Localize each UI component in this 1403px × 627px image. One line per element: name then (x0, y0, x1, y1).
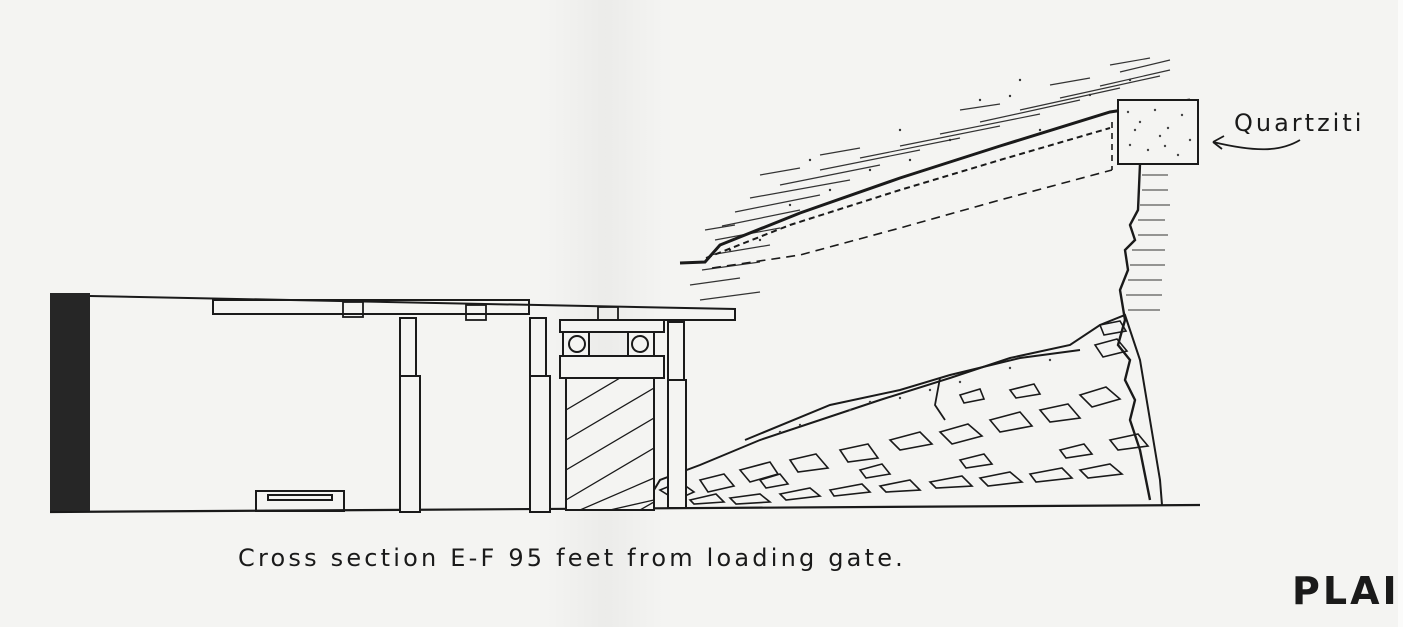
rubble-stones (658, 320, 1150, 505)
roof-beam-left (212, 299, 530, 315)
curved-arrow-icon (1212, 139, 1301, 151)
ceiling-dashed-line (705, 127, 1111, 259)
rock-dots (728, 78, 1132, 252)
timber-cribbing (559, 319, 665, 379)
page-edge (1398, 0, 1403, 627)
roof-slab (89, 295, 736, 321)
support-posts (399, 317, 687, 513)
rock-strata-hatching (689, 57, 1171, 301)
lower-dashed-line (711, 169, 1113, 269)
page-fold (545, 0, 665, 627)
fill-layer-top (744, 349, 1081, 441)
figure-caption: Cross section E-F 95 feet from loading g… (238, 544, 906, 572)
rock-label: Quartziti (1234, 109, 1365, 137)
rubble-outline (644, 313, 1163, 506)
floor-rail (255, 490, 345, 512)
right-rock-wall (1116, 163, 1152, 501)
left-wall (50, 293, 90, 511)
ceiling-solid-line (679, 98, 1191, 265)
plate-heading: PLAI (1292, 569, 1398, 613)
quartzite-block (1117, 99, 1199, 165)
